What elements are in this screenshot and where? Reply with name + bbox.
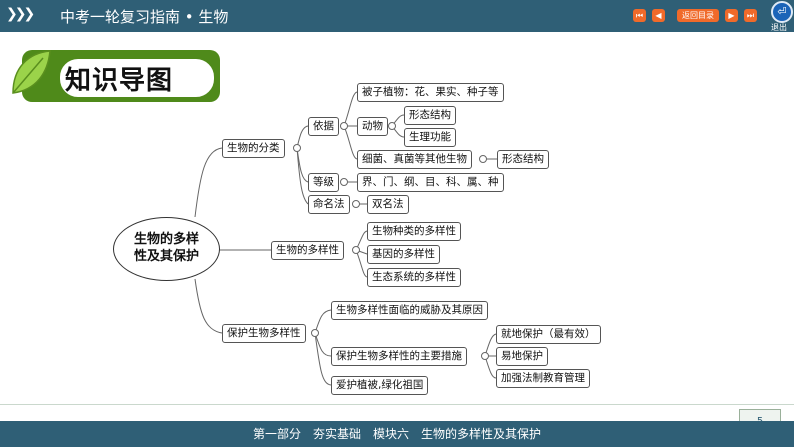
node-measures: 保护生物多样性的主要措施: [331, 347, 467, 366]
prev-page-button[interactable]: ◀: [652, 9, 665, 22]
node-animal-function: 生理功能: [404, 128, 456, 147]
node-classification: 生物的分类: [222, 139, 285, 158]
node-diversity: 生物的多样性: [271, 241, 344, 260]
node-microbes: 细菌、真菌等其他生物: [357, 150, 472, 169]
node-animals: 动物: [357, 117, 388, 136]
exit-icon[interactable]: ⏎: [771, 1, 793, 23]
node-in-situ: 就地保护（最有效）: [496, 325, 601, 344]
badge-label: 知识导图: [65, 66, 174, 96]
node-rank-list: 界、门、纲、目、科、属、种: [357, 173, 504, 192]
node-rank: 等级: [308, 173, 339, 192]
node-microbe-form: 形态结构: [497, 150, 549, 169]
chevrons-icon: ❯❯❯: [6, 6, 35, 22]
node-basis: 依据: [308, 117, 339, 136]
node-love-vegetation: 爱护植被,绿化祖国: [331, 376, 429, 395]
badge-label-frame: [58, 57, 216, 99]
last-page-button[interactable]: ⏭: [744, 9, 757, 22]
node-angiosperm: 被子植物：花、果实、种子等: [357, 83, 504, 102]
page-title: 中考一轮复习指南 • 生物: [60, 8, 229, 26]
exit-label[interactable]: 退出: [771, 23, 787, 32]
node-binomial: 双名法: [367, 195, 409, 214]
node-naming: 命名法: [308, 195, 350, 214]
node-threats: 生物多样性面临的威胁及其原因: [331, 301, 488, 320]
leaf-icon: [12, 50, 51, 94]
next-page-button[interactable]: ▶: [725, 9, 738, 22]
node-gene-diversity: 基因的多样性: [367, 245, 440, 264]
node-protection: 保护生物多样性: [222, 324, 306, 343]
root-line-2: 性及其保护: [133, 249, 199, 264]
footer-divider: [0, 404, 794, 405]
node-ecosystem-diversity: 生态系统的多样性: [367, 268, 461, 287]
node-ex-situ: 易地保护: [496, 347, 548, 366]
footer-bar: 第一部分 夯实基础 模块六 生物的多样性及其保护: [0, 421, 794, 447]
root-line-1: 生物的多样: [133, 232, 199, 247]
node-species-diversity: 生物种类的多样性: [367, 222, 461, 241]
node-law-education: 加强法制教育管理: [496, 369, 590, 388]
node-animal-form: 形态结构: [404, 106, 456, 125]
mindmap-root: 生物的多样 性及其保护: [113, 217, 220, 281]
first-page-button[interactable]: ⏮: [633, 9, 646, 22]
back-to-contents-button[interactable]: 返回目录: [677, 9, 719, 22]
